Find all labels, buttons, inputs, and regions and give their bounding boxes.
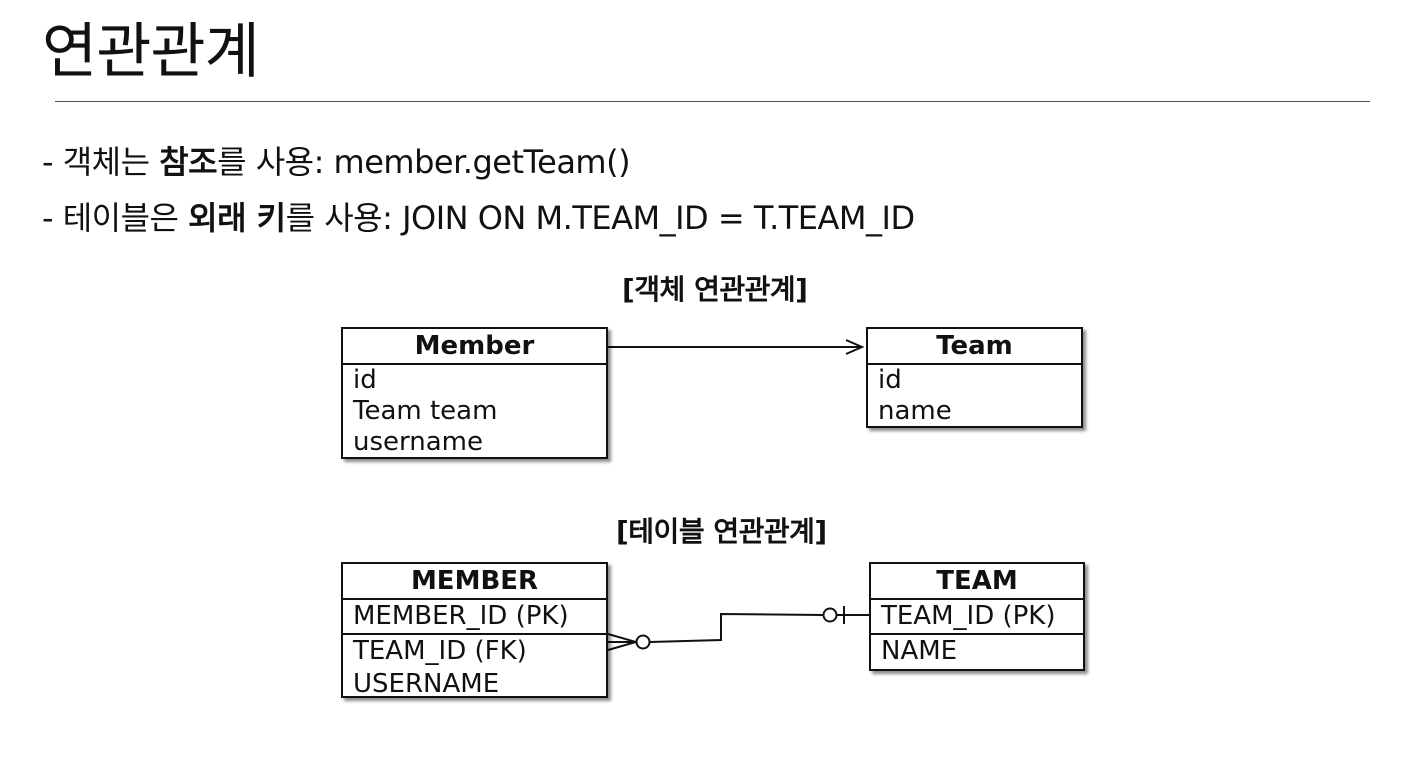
field-row: name [878,396,952,426]
table-pk-section: MEMBER_ID (PK) [343,600,606,633]
table-columns-section: TEAM_ID (FK) USERNAME [343,633,606,701]
pk-row: MEMBER_ID (PK) [353,601,569,631]
pk-row: TEAM_ID (PK) [881,601,1056,631]
bullet-foreign-key: - 테이블은 외래 키를 사용: JOIN ON M.TEAM_ID = T.T… [42,198,915,238]
object-diagram-title: [객체 연관관계] [622,273,808,306]
title-divider [55,101,1370,102]
arrow-head-icon [845,339,865,355]
bullet-bold: 외래 키 [188,199,286,237]
team-table-box: TEAM TEAM_ID (PK) NAME [869,562,1085,671]
zero-one-circle-icon [822,607,838,623]
field-row: Team team [353,396,498,426]
bullet-suffix: 를 사용: JOIN ON M.TEAM_ID = T.TEAM_ID [285,199,915,237]
table-columns-section: NAME [871,633,1083,668]
member-table-box: MEMBER MEMBER_ID (PK) TEAM_ID (FK) USERN… [341,562,608,701]
bullet-bold: 참조 [159,143,218,181]
crowfoot-lower [607,641,637,651]
column-row: USERNAME [353,669,500,699]
team-class-box: Team id name [866,327,1083,428]
bullet-prefix: - 테이블은 [42,199,189,237]
bullet-object-reference: - 객체는 참조를 사용: member.getTeam() [42,142,631,182]
column-row: TEAM_ID (FK) [353,636,527,666]
table-diagram-title: [테이블 연관관계] [616,515,827,548]
bullet-suffix: 를 사용: member.getTeam() [217,143,631,181]
page-title: 연관관계 [42,17,260,87]
field-row: id [878,365,902,395]
field-row: id [353,365,377,395]
entity-fields: id name [868,365,1081,427]
zero-many-circle-icon [635,634,651,650]
entity-header: Member [343,329,606,365]
member-class-box: Member id Team team username [341,327,608,459]
field-row: username [353,427,483,457]
column-row: NAME [881,636,958,666]
table-header: MEMBER [343,564,606,600]
relationship-line [649,612,824,643]
table-pk-section: TEAM_ID (PK) [871,600,1083,633]
table-header: TEAM [871,564,1083,600]
entity-fields: id Team team username [343,365,606,458]
bullet-prefix: - 객체는 [42,143,160,181]
entity-header: Team [868,329,1081,365]
crowfoot-upper [607,633,637,643]
